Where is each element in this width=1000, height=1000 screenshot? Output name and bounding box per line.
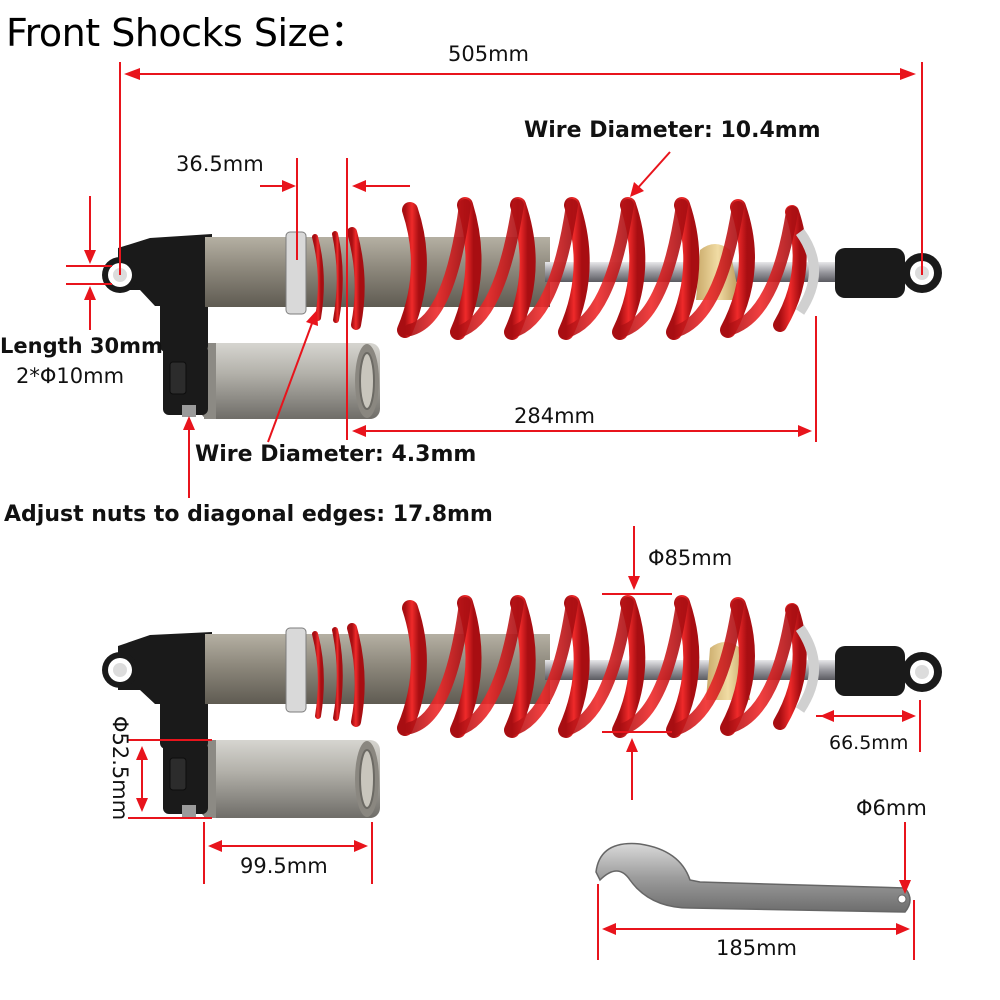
bottom-collar [285,627,307,713]
top-retainer [795,229,819,315]
spring-outer-diameter-label: Φ85mm [648,546,733,570]
dimension-lines [66,62,923,960]
wire-diameter-small-label: Wire Diameter: 4.3mm [195,442,477,467]
spanner-wrench [595,842,911,913]
bottom-spring [312,595,807,738]
adjust-nuts-label: Adjust nuts to diagonal edges: 17.8mm [4,502,493,527]
bottom-right-end [835,646,905,696]
overall-length-label: 505mm [448,42,529,66]
wrench-length-label: 185mm [716,936,797,960]
top-right-end [835,248,905,298]
bottom-retainer [795,625,819,713]
reservoir-diameter-label: Φ52.5mm [108,716,132,821]
top-shock [102,197,942,419]
bottom-reservoir [163,740,380,818]
bottom-left-mount [118,632,212,704]
top-spring [312,197,807,340]
reservoir-length-label: 99.5mm [240,854,328,878]
bottom-shock [102,595,942,818]
collar-offset-label: 36.5mm [176,152,264,176]
spring-length-label: 284mm [514,404,595,428]
top-left-mount [118,234,212,306]
page-title: Front Shocks Size： [6,11,368,55]
end-length-label: 66.5mm [829,732,909,754]
eye-bolts-label: 2*Φ10mm [16,364,125,388]
wrench-pin-diameter-label: Φ6mm [856,796,927,820]
wire-diameter-main-label: Wire Diameter: 10.4mm [524,118,821,143]
eye-length-label: Length 30mm [0,334,163,358]
